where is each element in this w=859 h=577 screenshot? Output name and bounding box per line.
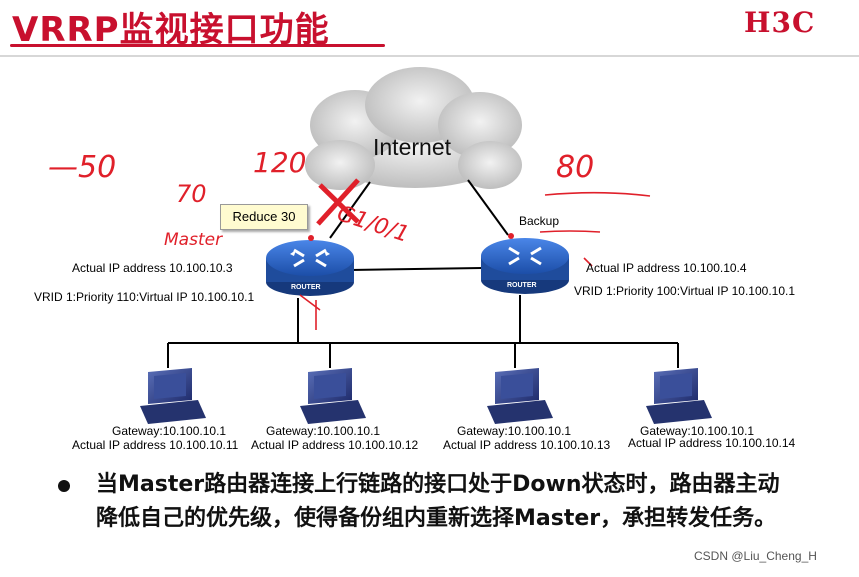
internet-cloud [305,67,522,190]
watermark: CSDN @Liu_Cheng_H [694,549,817,563]
host-4-actual-ip: Actual IP address 10.100.10.14 [628,436,796,450]
h3c-logo: H3C [744,6,816,39]
right-uplink [467,179,509,236]
pc-icon [300,368,366,424]
annotation-minus-50: —50 [48,150,117,185]
left-router-vrid: VRID 1:Priority 110:Virtual IP 10.100.10… [34,290,255,304]
bullet-icon [58,480,70,492]
page-title: VRRP监视接口功能 [12,10,330,50]
router-interlink [349,267,483,271]
left-uplink [329,181,371,239]
right-router-actual-ip: Actual IP address 10.100.10.4 [586,261,747,275]
reduce-callout: Reduce 30 [220,204,308,230]
link-failure-mark [316,178,360,226]
host-3-gateway: Gateway:10.100.10.1 [457,424,572,438]
left-router [266,235,354,296]
internet-label: Internet [373,134,451,160]
annotation-70: 70 [176,180,207,208]
right-router-device-label: ROUTER [507,282,537,289]
host-4-gateway: Gateway:10.100.10.1 [640,424,755,438]
backup-role-label: Backup [519,214,560,228]
header-divider [0,55,859,57]
left-router-actual-ip: Actual IP address 10.100.10.3 [72,261,233,275]
pc-icon [487,368,553,424]
right-router-vrid: VRID 1:Priority 100:Virtual IP 10.100.10… [574,284,796,298]
left-router-device-label: ROUTER [291,284,321,291]
annotation-master: Master [164,230,223,250]
host-1-gateway: Gateway:10.100.10.1 [112,424,227,438]
annotation-80: 80 [556,150,595,185]
pc-icon [140,368,206,424]
handwritten-strokes [299,191,651,330]
host-2-actual-ip: Actual IP address 10.100.10.12 [251,438,419,452]
bullet-text: 当Master路由器连接上行链路的接口处于Down状态时，路由器主动降低自己的优… [96,472,780,531]
pc-icon [646,368,712,424]
annotation-120: 120 [253,146,307,179]
title-underline [10,44,385,47]
right-router [481,233,569,294]
host-2-gateway: Gateway:10.100.10.1 [266,424,381,438]
host-3-actual-ip: Actual IP address 10.100.10.13 [443,438,611,452]
host-1-actual-ip: Actual IP address 10.100.10.11 [72,438,239,452]
